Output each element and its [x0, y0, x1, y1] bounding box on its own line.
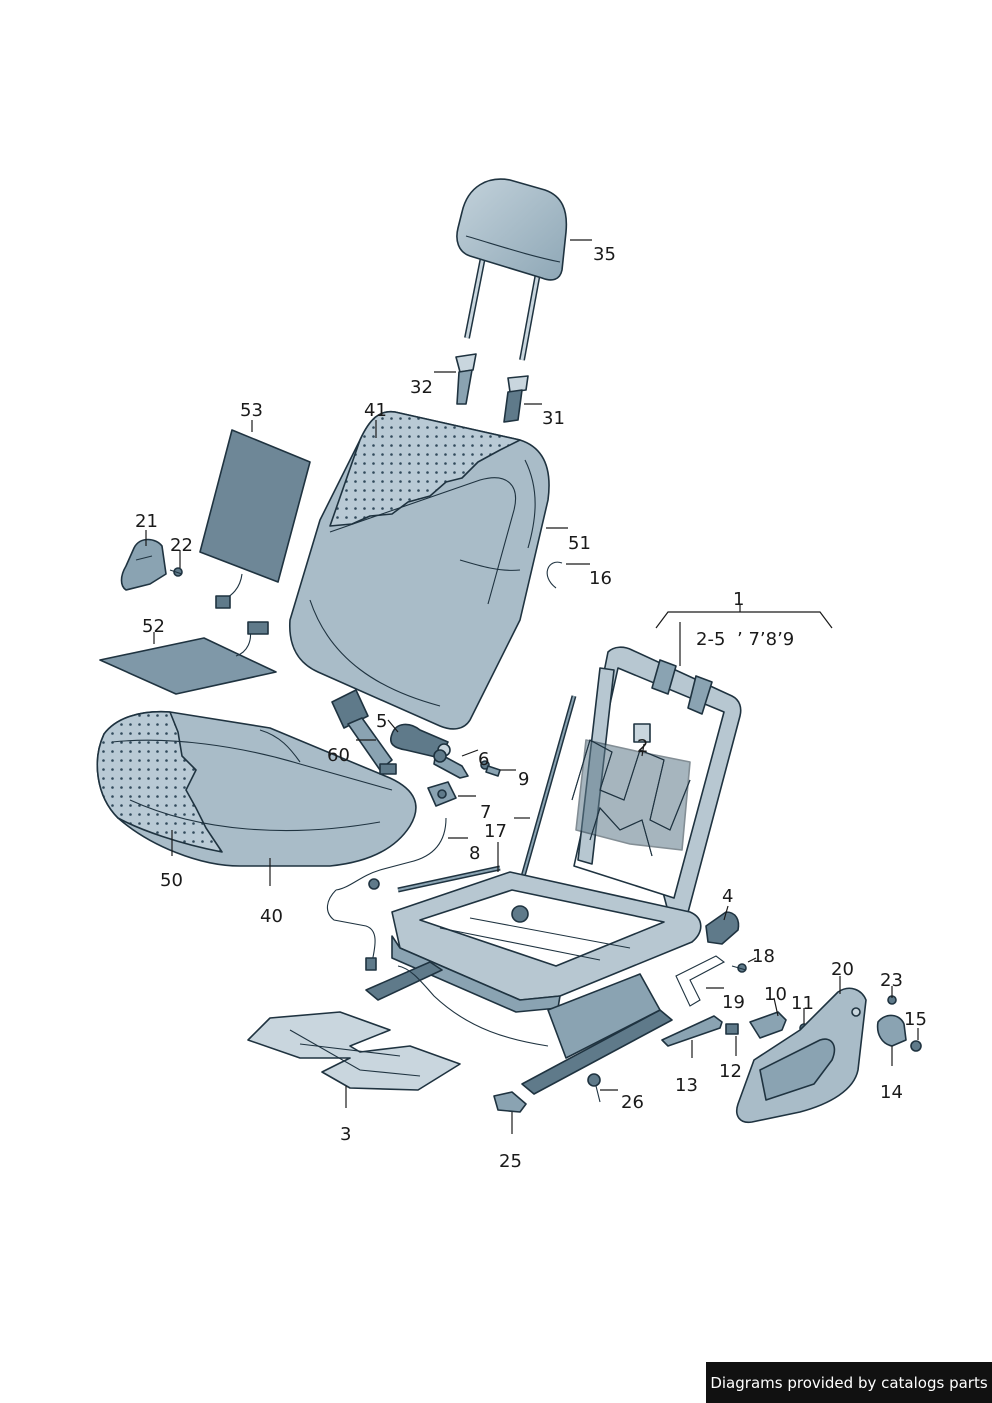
label-11[interactable]: 11: [791, 993, 814, 1014]
label-35[interactable]: 35: [593, 244, 616, 265]
label-20[interactable]: 20: [831, 959, 854, 980]
trim-cover-21: [120, 538, 167, 591]
cap-15: [910, 1040, 922, 1052]
label-18[interactable]: 18: [752, 946, 775, 967]
label-21[interactable]: 21: [135, 511, 158, 532]
part-labels: 35 32 31 53 41 21 22 51 16 52 1 2-5 ’ 7’…: [135, 244, 927, 1172]
label-52[interactable]: 52: [142, 616, 165, 637]
label-14[interactable]: 14: [880, 1082, 903, 1103]
label-15[interactable]: 15: [904, 1009, 927, 1030]
label-40[interactable]: 40: [260, 906, 283, 927]
heating-mat-52: [99, 621, 277, 695]
label-32[interactable]: 32: [410, 377, 433, 398]
cable-8: [335, 817, 447, 891]
bracket-4: [705, 911, 740, 945]
screw-22: [169, 567, 183, 577]
cap-25: [493, 1091, 527, 1113]
label-7-8-9[interactable]: ’ 7’8’9: [737, 629, 794, 650]
side-trim-20: [736, 987, 867, 1124]
lever-13: [661, 1015, 723, 1047]
label-22[interactable]: 22: [170, 535, 193, 556]
clip-10: [749, 1011, 787, 1039]
headrest-guide-31: [503, 375, 529, 423]
label-2[interactable]: 2: [637, 736, 648, 757]
under-cover-3: [247, 1011, 461, 1091]
label-53[interactable]: 53: [240, 400, 263, 421]
handle-7: [427, 781, 457, 807]
headrest: [456, 178, 568, 361]
label-26[interactable]: 26: [621, 1092, 644, 1113]
screw-18: [731, 963, 747, 973]
bolt-26: [587, 1073, 601, 1103]
label-9[interactable]: 9: [518, 769, 529, 790]
label-1[interactable]: 1: [733, 589, 744, 610]
seat-cushion: [96, 710, 417, 867]
backrest-cover: [289, 410, 550, 730]
label-5[interactable]: 5: [376, 711, 387, 732]
label-41[interactable]: 41: [364, 400, 387, 421]
knob-14: [876, 1014, 907, 1047]
label-12[interactable]: 12: [719, 1061, 742, 1082]
label-50[interactable]: 50: [160, 870, 183, 891]
nut-12: [725, 1023, 739, 1035]
screw-9: [480, 760, 501, 777]
label-4[interactable]: 4: [722, 886, 733, 907]
label-2-5[interactable]: 2-5: [696, 629, 725, 650]
label-23[interactable]: 23: [880, 970, 903, 991]
label-16[interactable]: 16: [589, 568, 612, 589]
label-51[interactable]: 51: [568, 533, 591, 554]
seat-frame-1: [365, 646, 742, 1095]
label-10[interactable]: 10: [764, 984, 787, 1005]
belt-buckle-60: [331, 689, 397, 775]
label-31[interactable]: 31: [542, 408, 565, 429]
label-60[interactable]: 60: [327, 745, 350, 766]
side-panel-53: [199, 429, 311, 609]
label-6[interactable]: 6: [478, 749, 489, 770]
label-19[interactable]: 19: [722, 992, 745, 1013]
bracket-19: [675, 955, 726, 1007]
label-8[interactable]: 8: [469, 843, 480, 864]
label-13[interactable]: 13: [675, 1075, 698, 1096]
label-17[interactable]: 17: [484, 821, 507, 842]
clip-16: [546, 561, 563, 589]
leader-lines: [145, 239, 919, 1134]
headrest-guide-32: [455, 353, 477, 405]
label-25[interactable]: 25: [499, 1151, 522, 1172]
knob-6: [433, 749, 469, 779]
credit-banner: Diagrams provided by catalogs parts: [706, 1362, 992, 1403]
label-7[interactable]: 7: [480, 802, 491, 823]
label-3[interactable]: 3: [340, 1124, 351, 1145]
